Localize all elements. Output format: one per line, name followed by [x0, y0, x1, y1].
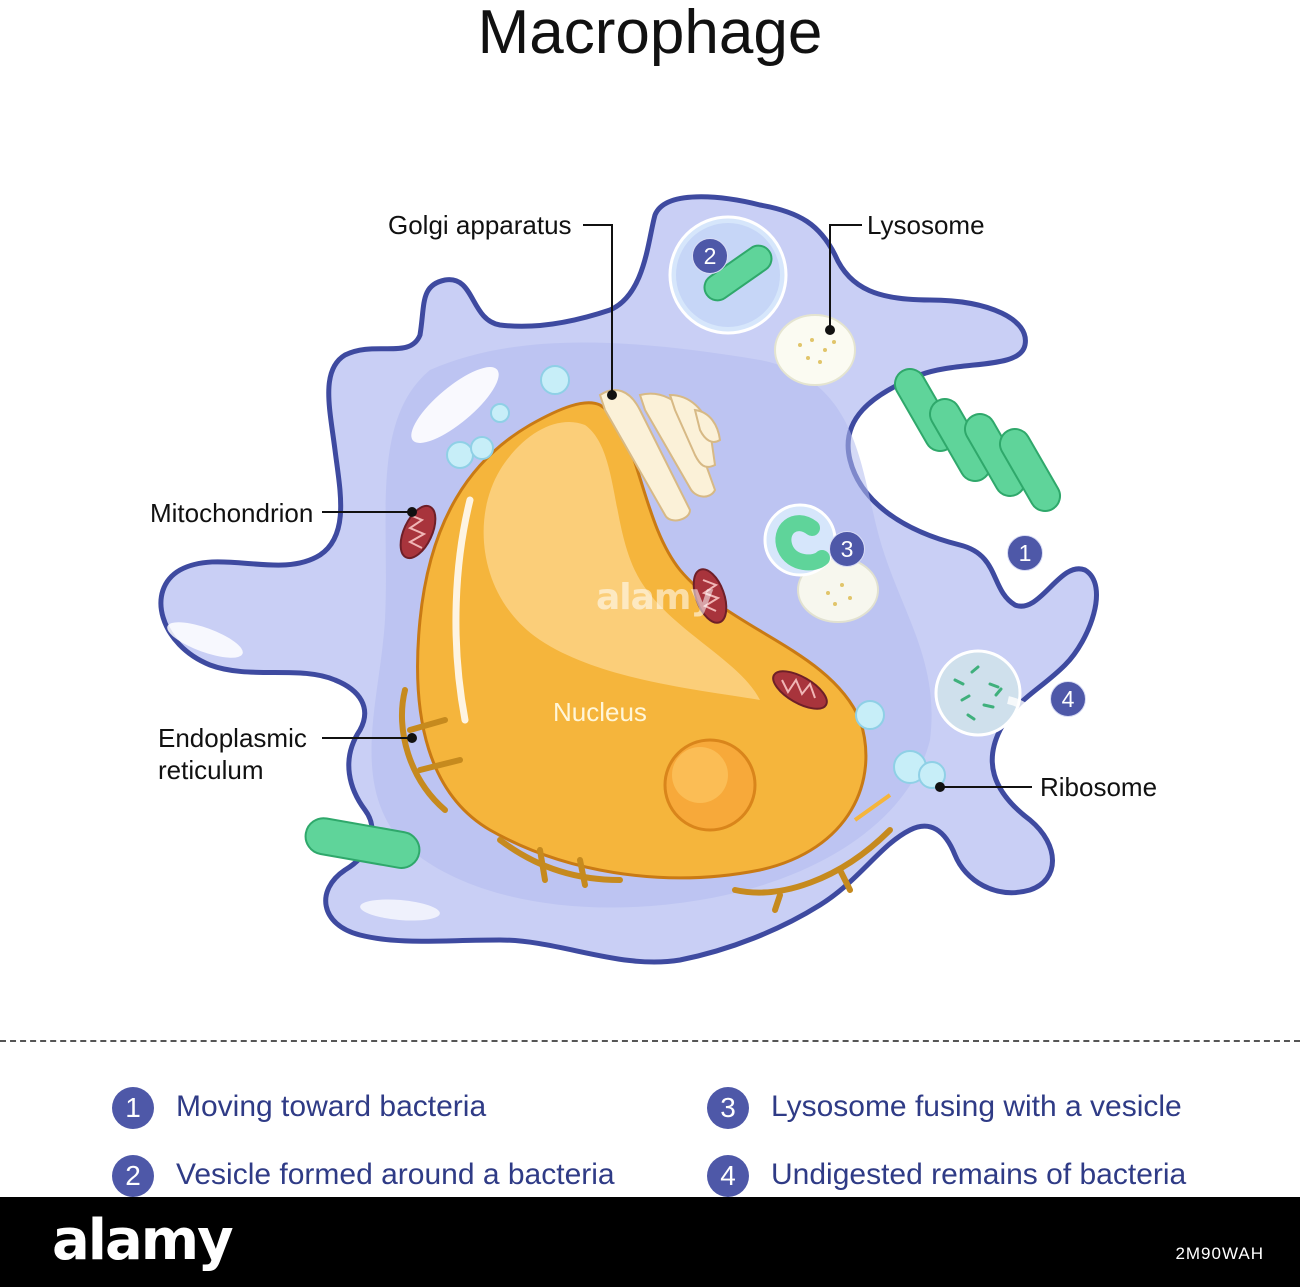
legend-text-4: Undigested remains of bacteria: [771, 1158, 1187, 1191]
membrane-highlight: [167, 622, 243, 658]
marker-3: 3: [829, 531, 865, 567]
label-lysosome: Lysosome: [867, 210, 985, 240]
golgi-leader: [583, 224, 613, 395]
brand-logo: alamy: [52, 1208, 234, 1273]
fusing-lysosome: [763, 503, 879, 623]
ribosome-spheres: [446, 365, 946, 789]
legend-badge-2: 2: [112, 1155, 154, 1197]
label-mitochondrion: Mitochondrion: [150, 498, 314, 528]
marker-1: 1: [1007, 535, 1043, 571]
golgi-apparatus: [598, 389, 722, 522]
nucleus-light: [483, 422, 760, 700]
marker-2: 2: [692, 238, 728, 274]
lysosome: [774, 314, 856, 386]
leader-lines: [322, 224, 1032, 788]
nucleolus-light: [672, 747, 728, 803]
nucleus-pointer: [853, 793, 892, 822]
legend-text-2: Vesicle formed around a bacteria: [176, 1158, 615, 1191]
dashed-divider: [0, 1040, 1300, 1042]
footer-bar: [0, 1197, 1300, 1287]
label-endoplasmic: Endoplasmic: [158, 723, 307, 753]
vesicle-with-bacteria: [668, 215, 788, 335]
leader-dots: [407, 325, 945, 792]
bacteria-outside: [304, 368, 1061, 869]
endoplasmic-reticulum: [399, 687, 893, 913]
legend-text-3: Lysosome fusing with a vesicle: [771, 1090, 1182, 1123]
legend-badge-4: 4: [707, 1155, 749, 1197]
undigested-remains: [934, 649, 1049, 737]
label-ribosome: Ribosome: [1040, 772, 1158, 802]
membrane-highlight: [360, 899, 440, 921]
nucleus-shine: [452, 496, 474, 724]
mitochondria: [399, 504, 828, 710]
membrane-highlight: [411, 367, 499, 443]
legend-text-1: Moving toward bacteria: [176, 1090, 487, 1123]
label-golgi-apparatus: Golgi apparatus: [388, 210, 572, 240]
legend-badge-3: 3: [707, 1087, 749, 1129]
diagram-title: Macrophage: [477, 0, 823, 67]
stock-id: 2M90WAH: [1175, 1244, 1264, 1263]
label-nucleus: Nucleus: [553, 697, 647, 727]
legend-badge-1: 1: [112, 1087, 154, 1129]
watermark: alamy: [596, 577, 714, 618]
macrophage-illustration: [158, 194, 1099, 965]
label-reticulum: reticulum: [158, 755, 264, 785]
lysosome-leader: [829, 224, 862, 330]
marker-4: 4: [1050, 681, 1086, 717]
